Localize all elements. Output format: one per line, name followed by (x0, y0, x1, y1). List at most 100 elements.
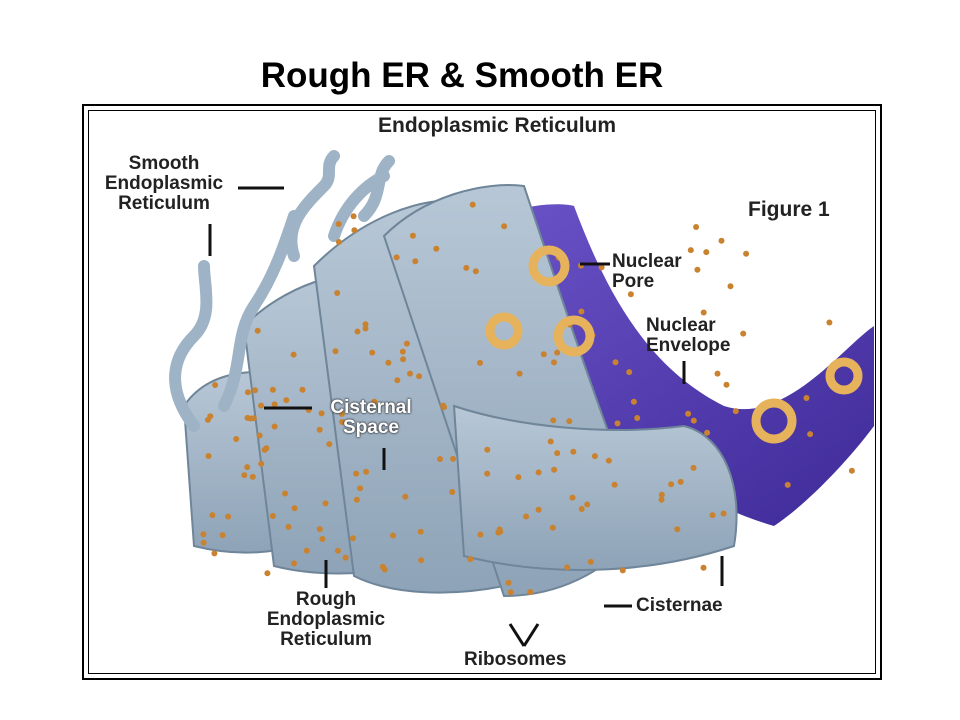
ribosome-dot (591, 453, 598, 460)
ribosome-dot (784, 481, 791, 488)
ribosome-dot (233, 436, 240, 442)
ribosome-dot (437, 456, 443, 462)
ribosome-dot (564, 564, 571, 571)
ribosome-dot (848, 467, 855, 474)
ribosome-dot (417, 528, 424, 535)
ribosome-dot (619, 567, 626, 574)
ribosome-dot (350, 213, 357, 220)
ribosome-dot (527, 589, 534, 595)
ribosome-dot (690, 417, 697, 424)
ribosome-dot (523, 513, 530, 520)
ribosome-dot (535, 506, 542, 513)
ribosome-dot (477, 359, 483, 366)
ribosome-dot (402, 493, 409, 500)
ribosome-dot (535, 469, 542, 476)
ribosome-dot (334, 290, 341, 296)
ribosome-dot (505, 579, 512, 586)
ribosome-dot (566, 418, 573, 425)
ribosome-dot (342, 554, 349, 561)
ribosome-dot (335, 221, 342, 227)
ribosome-dot (334, 547, 341, 554)
ribosome-dot (338, 410, 345, 417)
figure-frame: Endoplasmic Reticulum Figure 1 Smooth En… (82, 104, 882, 680)
ribosome-dot (547, 438, 554, 445)
ribosome-dot (685, 410, 692, 417)
ribosome-dot (501, 223, 508, 230)
ribosome-dot (269, 513, 276, 519)
ribosome-dot (399, 348, 406, 355)
ribosome-dot (630, 398, 637, 405)
ribosome-dot (450, 455, 457, 462)
ribosome-dot (550, 417, 557, 424)
slide-title: Rough ER & Smooth ER (260, 56, 664, 95)
ribosome-dot (353, 470, 360, 477)
ribosome-dot (484, 470, 491, 477)
ribosome-dots (200, 201, 855, 596)
ribosome-dot (578, 506, 585, 512)
figure-number: Figure 1 (748, 198, 830, 221)
cisternae-sheets (182, 184, 738, 598)
ribosome-dot (469, 201, 476, 208)
ribosome-dot (507, 589, 514, 596)
leader-lines (208, 186, 724, 647)
ribosome-dot (362, 325, 369, 332)
ribosome-dot (433, 245, 440, 252)
ribosome-dot (700, 309, 707, 316)
ribosome-dot (212, 382, 219, 388)
ribosomes-label: Ribosomes (464, 649, 567, 670)
ribosome-dot (740, 330, 747, 337)
ribosome-dot (449, 489, 456, 495)
ribosome-dot (612, 359, 619, 366)
ribosome-dot (807, 431, 814, 438)
ribosome-dot (540, 351, 547, 358)
nuclear-pores (485, 245, 863, 444)
ribosome-dot (357, 485, 364, 492)
ribosome-dot (319, 536, 326, 542)
ribosome-dot (258, 402, 265, 409)
nuclear-pore-ring (553, 315, 595, 357)
ribosome-dot (318, 410, 325, 417)
cisternal-space-label: Cisternal Space (330, 397, 412, 438)
ribosome-dot (200, 531, 207, 538)
nuclear-pore-label: Nuclear Pore (612, 251, 682, 292)
ribosome-dot (385, 359, 392, 366)
ribosome-dot (693, 224, 700, 230)
ribosome-dot (418, 557, 425, 564)
ribosome-dot (403, 340, 410, 347)
ribosome-dot (614, 420, 621, 427)
ribosome-dot (605, 457, 612, 464)
ribosome-dot (247, 415, 254, 422)
ribosome-dot (283, 397, 290, 404)
ribosome-dot (269, 386, 276, 393)
ribosome-dot (252, 387, 259, 394)
ribosome-dot (718, 237, 725, 244)
ribosome-dot (416, 373, 423, 380)
nuclear-envelope-label: Nuclear Envelope (646, 315, 731, 356)
ribosome-dot (472, 268, 479, 275)
ribosome-dot (350, 535, 356, 542)
nuclear-pore-ring (485, 312, 523, 350)
ribosome-dot (658, 496, 665, 503)
ribosome-dot (351, 227, 358, 234)
ribosome-dot (743, 250, 750, 257)
ribosome-dot (570, 448, 577, 455)
ribosome-dot (400, 356, 407, 363)
ribosome-dot (211, 550, 218, 557)
ribosome-dot (703, 249, 710, 256)
ribosome-dot (264, 570, 271, 577)
ribosome-dot (598, 264, 605, 271)
ribosome-dot (551, 359, 557, 366)
ribosome-dot (714, 370, 721, 377)
ribosome-dot (316, 526, 323, 533)
ribosome-dot (674, 526, 681, 533)
ribosome-dot (732, 408, 739, 415)
nuclear-pore-ring (825, 357, 863, 395)
ribosome-dot (393, 254, 400, 261)
ribosome-dot (299, 386, 306, 393)
smooth-er-label: Smooth Endoplasmic Reticulum (104, 153, 224, 214)
ribosome-dot (700, 564, 707, 571)
ribosome-dot (335, 239, 342, 245)
cisternae-label: Cisternae (636, 595, 723, 616)
ribosome-dot (258, 460, 265, 467)
nuclear-pore-ring (751, 398, 797, 444)
